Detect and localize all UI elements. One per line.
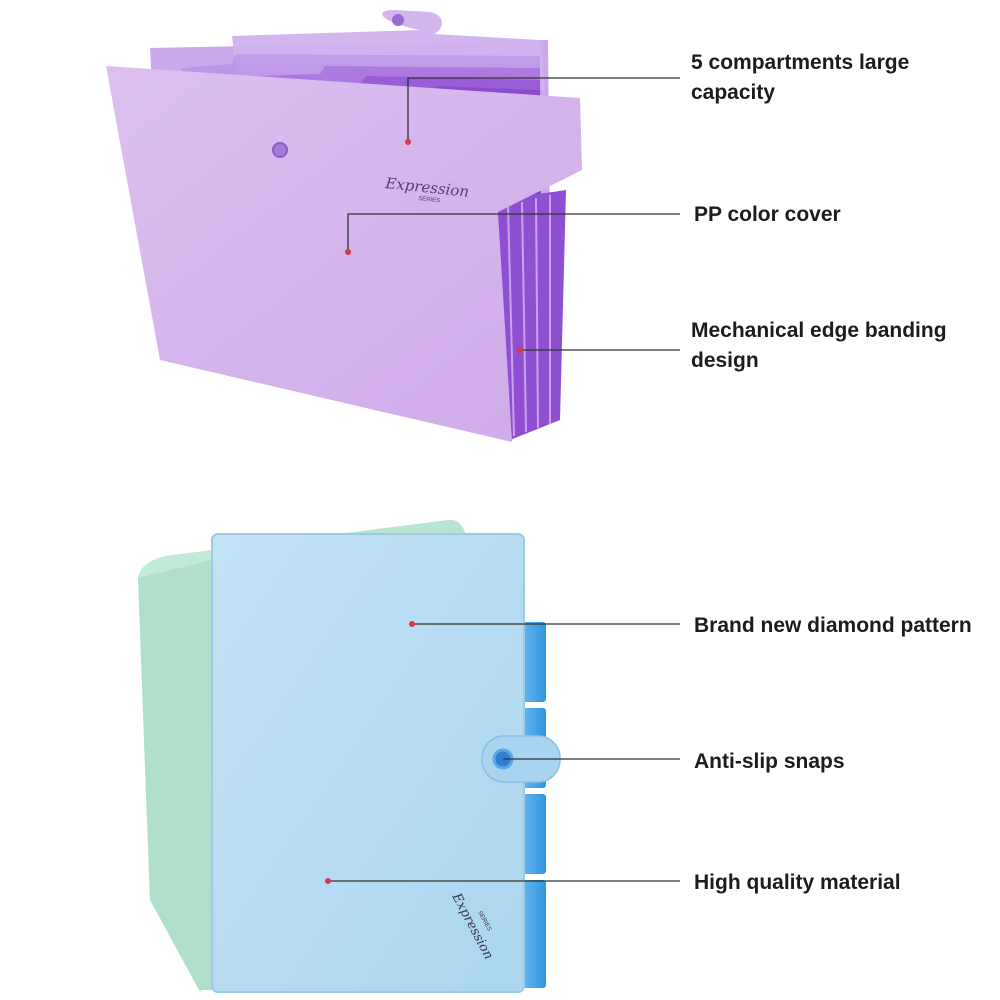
callout-compartments-line1: 5 compartments large bbox=[691, 51, 910, 74]
flap-snap bbox=[392, 14, 404, 26]
callout-pp-cover-line1: PP color cover bbox=[694, 203, 841, 226]
index-tab-4 bbox=[520, 880, 546, 988]
blue-folder-cover bbox=[212, 534, 524, 992]
marker-diamond-pattern bbox=[409, 621, 415, 627]
callout-edge-banding-line1: Mechanical edge banding bbox=[691, 319, 947, 342]
purple-expanding-folder: Expression SERIES bbox=[106, 10, 582, 442]
callout-anti-slip: Anti-slip snaps bbox=[694, 747, 845, 777]
leader-pp-cover bbox=[347, 213, 680, 252]
callout-material: High quality material bbox=[694, 868, 901, 898]
callout-anti-slip-line1: Anti-slip snaps bbox=[694, 750, 845, 773]
index-tab-1 bbox=[520, 622, 546, 702]
callout-edge-banding: Mechanical edge banding design bbox=[691, 316, 947, 376]
folder-front-cover bbox=[106, 66, 582, 442]
callout-pp-cover: PP color cover bbox=[694, 200, 841, 230]
marker-material bbox=[325, 878, 331, 884]
folder-brand-sub: SERIES bbox=[418, 196, 441, 204]
green-folder-edge bbox=[138, 560, 212, 990]
callout-diamond-pattern: Brand new diamond pattern bbox=[694, 611, 972, 641]
callout-edge-banding-line2: design bbox=[691, 349, 759, 372]
callout-leaders bbox=[325, 77, 680, 884]
callout-compartments-line2: capacity bbox=[691, 81, 776, 104]
accordion-fold-1 bbox=[507, 204, 515, 437]
blue-green-folders: Expression SERIES bbox=[138, 519, 561, 993]
accordion-fold-2 bbox=[521, 201, 527, 433]
callout-material-line1: High quality material bbox=[694, 871, 901, 894]
callout-compartments: 5 compartments large capacity bbox=[691, 48, 909, 108]
index-tab-3 bbox=[520, 794, 546, 874]
marker-pp-cover bbox=[345, 249, 351, 255]
marker-edge-banding bbox=[517, 347, 523, 353]
callout-diamond-pattern-line1: Brand new diamond pattern bbox=[694, 614, 972, 637]
cover-snap bbox=[272, 142, 288, 158]
accordion-fold-3 bbox=[535, 197, 539, 429]
marker-compartments bbox=[405, 139, 411, 145]
leader-compartments bbox=[407, 77, 680, 142]
